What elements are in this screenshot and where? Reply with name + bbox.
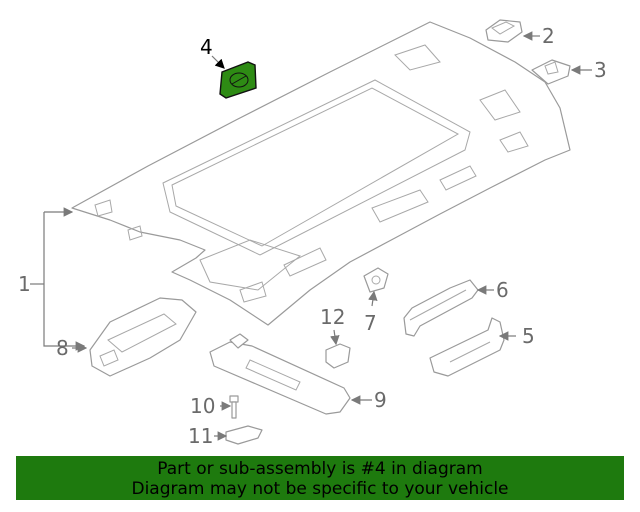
callout-5: 5: [522, 324, 535, 348]
info-banner: Part or sub-assembly is #4 in diagram Di…: [16, 456, 624, 500]
callout-9: 9: [374, 388, 387, 412]
part-7-hook: [363, 267, 389, 293]
callout-2: 2: [542, 24, 555, 48]
part-2-clip: [485, 19, 523, 43]
callout-12: 12: [320, 305, 345, 329]
part-6-grab-handle: [403, 279, 479, 337]
callout-10: 10: [190, 394, 215, 418]
part-12-clip: [325, 343, 351, 369]
callout-7: 7: [364, 311, 377, 335]
callout-8: 8: [56, 336, 69, 360]
part-3-clip: [531, 59, 571, 85]
parts-diagram: 1 2 3 4 5 6 7 8 9 10 11 12: [18, 19, 607, 448]
part-11-cover: [225, 425, 263, 445]
callout-1: 1: [18, 272, 31, 296]
leader-lines: [30, 31, 592, 441]
callout-4: 4: [200, 35, 213, 59]
part-4-highlighted: [219, 61, 257, 99]
part-5-bracket: [429, 317, 505, 377]
banner-line-2: Diagram may not be specific to your vehi…: [131, 479, 509, 499]
part-8-console: [89, 297, 197, 377]
callout-3: 3: [594, 58, 607, 82]
banner-line-1: Part or sub-assembly is #4 in diagram: [157, 459, 483, 479]
callout-6: 6: [496, 278, 509, 302]
part-10-screw: [229, 395, 239, 419]
callout-11: 11: [188, 424, 213, 448]
part-9-sun-visor: [209, 333, 351, 415]
headliner-panel: [71, 21, 571, 326]
